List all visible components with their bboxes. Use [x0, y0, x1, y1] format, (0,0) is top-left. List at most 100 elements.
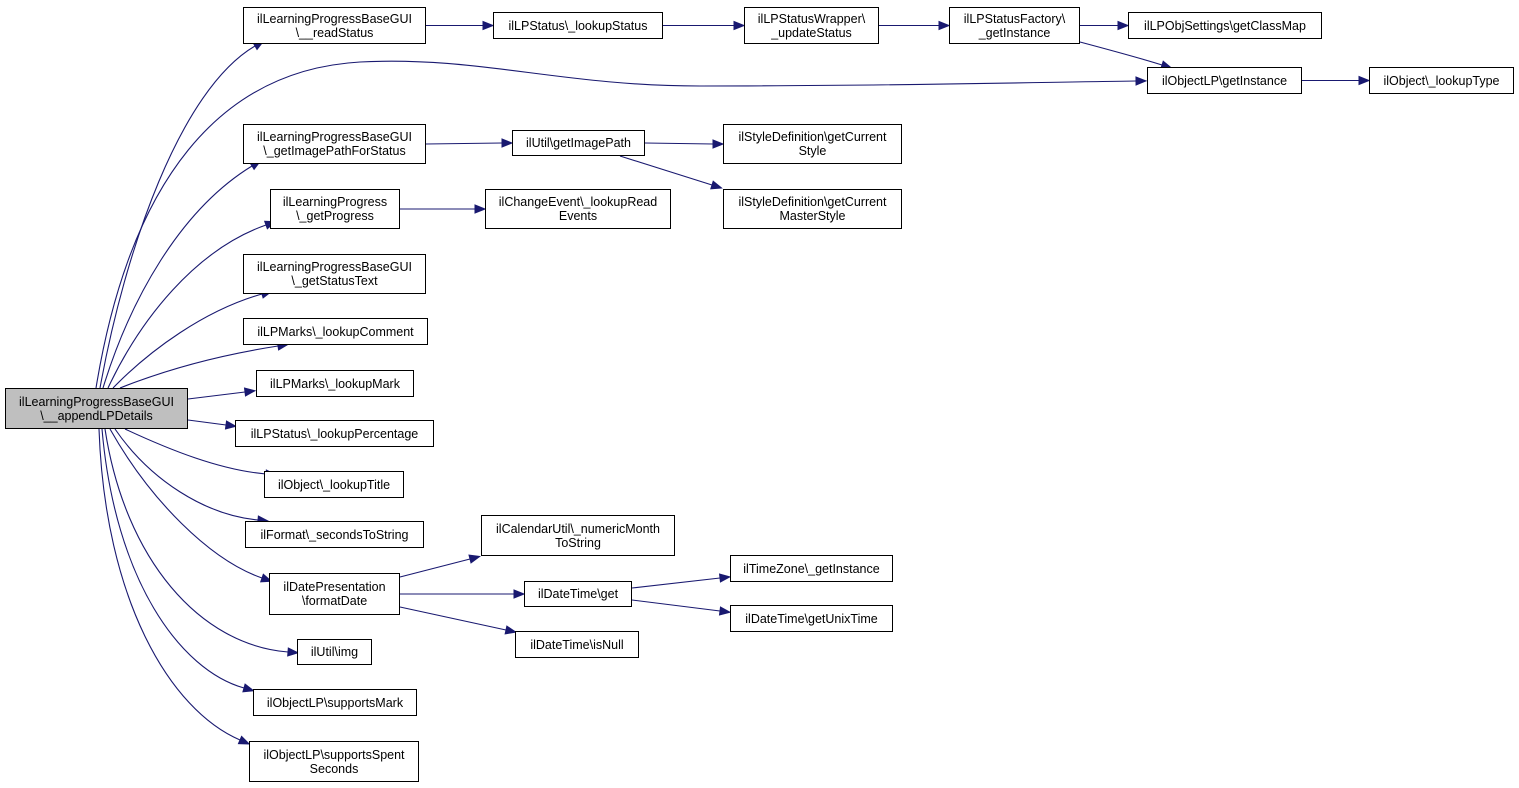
node-date-time-get[interactable]: ilDateTime\get: [524, 581, 632, 607]
node-label-line: ilLearningProgressBaseGUI: [257, 11, 412, 26]
edge-arrowhead: [1135, 76, 1148, 86]
node-label-line: _getInstance: [978, 25, 1051, 40]
edge-root-to-supports-spent-seconds: [98, 428, 251, 745]
node-update-status[interactable]: ilLPStatusWrapper\_updateStatus: [744, 7, 879, 44]
node-label-line: ilTimeZone\_getInstance: [743, 561, 880, 576]
node-label-line: ilStyleDefinition\getCurrent: [738, 195, 887, 209]
edge-line: [99, 45, 256, 389]
edge-root-to-format-date: [109, 428, 273, 583]
edge-line: [631, 577, 721, 589]
node-label-line: ilLPStatusWrapper\: [757, 11, 866, 26]
node-object-lpget-instance[interactable]: ilObjectLP\getInstance: [1147, 67, 1302, 94]
node-label-line: ilObject\_lookupType: [1383, 73, 1500, 88]
edge-arrowhead: [938, 20, 951, 31]
edge-arrowhead: [733, 20, 746, 31]
edge-get-image-path-to-get-current-style: [644, 139, 725, 149]
node-get-image-path-for-status[interactable]: ilLearningProgressBaseGUI\_getImagePathF…: [243, 124, 426, 164]
edge-line: [1079, 41, 1163, 66]
edge-line: [114, 428, 259, 521]
node-label-line: ilLearningProgressBaseGUI: [19, 394, 174, 409]
edge-arrowhead: [468, 554, 481, 564]
edge-date-time-get-to-time-zone-get-instance: [631, 573, 732, 589]
node-label-line: ilObjectLP\getInstance: [1161, 73, 1288, 88]
node-label-line: ilObjectLP\supportsSpent: [263, 747, 405, 762]
node-label-line: ilLearningProgress: [282, 195, 388, 209]
edge-object-lpget-instance-to-lookup-type: [1302, 75, 1371, 86]
node-label-line: ilLPStatus\_lookupStatus: [508, 18, 648, 33]
node-label-line: ilStyleDefinition\getCurrent: [738, 130, 887, 144]
node-time-zone-get-instance[interactable]: ilTimeZone\_getInstance: [730, 555, 893, 582]
node-lookup-percentage[interactable]: ilLPStatus\_lookupPercentage: [235, 420, 434, 447]
edge-root-to-lookup-mark: [187, 387, 257, 400]
edge-get-image-path-to-get-current-master-style: [619, 155, 723, 190]
node-label-line: ilLPStatusFactory\: [963, 11, 1066, 26]
edge-root-to-lookup-percentage: [187, 419, 238, 430]
node-factory-get-instance[interactable]: ilLPStatusFactory\_getInstance: [949, 7, 1080, 44]
node-root[interactable]: ilLearningProgressBaseGUI\__appendLPDeta…: [5, 388, 188, 429]
edge-get-progress-to-lookup-read-events: [400, 204, 487, 214]
edge-factory-get-instance-to-object-lpget-instance: [1079, 41, 1173, 70]
edge-arrowhead: [237, 735, 251, 745]
node-get-progress[interactable]: ilLearningProgress\_getProgress: [270, 189, 400, 229]
node-label-line: ilCalendarUtil\_numericMonth: [496, 521, 660, 536]
edge-line: [95, 60, 1137, 389]
node-label-line: ilDateTime\get: [537, 587, 619, 601]
node-label-line: ilLearningProgressBaseGUI: [257, 260, 412, 274]
edge-line: [187, 419, 227, 426]
node-lookup-type[interactable]: ilObject\_lookupType: [1369, 67, 1514, 94]
edge-line: [109, 428, 263, 579]
node-supports-mark[interactable]: ilObjectLP\supportsMark: [253, 689, 417, 716]
edge-arrowhead: [1358, 75, 1371, 86]
edge-arrowhead: [710, 180, 723, 190]
node-seconds-to-string[interactable]: ilFormat\_secondsToString: [245, 521, 424, 548]
node-get-image-path[interactable]: ilUtil\getImagePath: [512, 130, 645, 156]
edge-arrowhead: [1117, 20, 1130, 31]
node-label-line: \_getStatusText: [291, 274, 378, 288]
node-is-null[interactable]: ilDateTime\isNull: [515, 631, 639, 658]
node-format-date[interactable]: ilDatePresentation\formatDate: [269, 573, 400, 615]
edge-arrowhead: [259, 573, 273, 583]
edge-line: [102, 165, 253, 389]
edge-line: [425, 142, 503, 145]
edge-line: [107, 224, 267, 389]
node-label-line: ilDateTime\isNull: [530, 637, 624, 652]
node-get-unix-time[interactable]: ilDateTime\getUnixTime: [730, 605, 893, 632]
node-get-status-text[interactable]: ilLearningProgressBaseGUI\_getStatusText: [243, 254, 426, 294]
edge-line: [399, 558, 471, 578]
node-label-line: ToString: [555, 535, 601, 550]
edge-line: [619, 155, 713, 186]
node-img[interactable]: ilUtil\img: [297, 639, 372, 665]
edge-arrowhead: [243, 387, 257, 397]
edge-factory-get-instance-to-get-class-map: [1080, 20, 1130, 31]
node-label-line: ilDateTime\getUnixTime: [745, 611, 878, 626]
node-lookup-title[interactable]: ilObject\_lookupTitle: [264, 471, 404, 498]
edge-date-time-get-to-get-unix-time: [631, 599, 732, 616]
node-label-line: ilDatePresentation: [283, 580, 386, 594]
edge-line: [101, 428, 245, 689]
node-label-line: ilLPMarks\_lookupMark: [270, 376, 400, 391]
node-label-line: ilObjectLP\supportsMark: [266, 695, 404, 710]
node-label-line: ilUtil\getImagePath: [526, 136, 631, 150]
edge-root-to-read-status: [99, 40, 265, 389]
node-read-status[interactable]: ilLearningProgressBaseGUI\__readStatus: [243, 7, 426, 44]
edge-arrowhead: [482, 20, 495, 31]
edge-arrowhead: [718, 573, 732, 583]
edge-arrowhead: [287, 647, 300, 657]
node-lookup-status[interactable]: ilLPStatus\_lookupStatus: [493, 12, 663, 39]
edge-arrowhead: [513, 589, 526, 599]
node-get-class-map[interactable]: ilLPObjSettings\getClassMap: [1128, 12, 1322, 39]
edge-lookup-status-to-update-status: [663, 20, 746, 31]
edge-line: [98, 428, 241, 741]
node-lookup-mark[interactable]: ilLPMarks\_lookupMark: [256, 370, 414, 397]
edge-format-date-to-is-null: [399, 606, 518, 635]
edge-line: [124, 428, 267, 475]
edge-line: [631, 599, 721, 612]
node-lookup-comment[interactable]: ilLPMarks\_lookupComment: [243, 318, 428, 345]
